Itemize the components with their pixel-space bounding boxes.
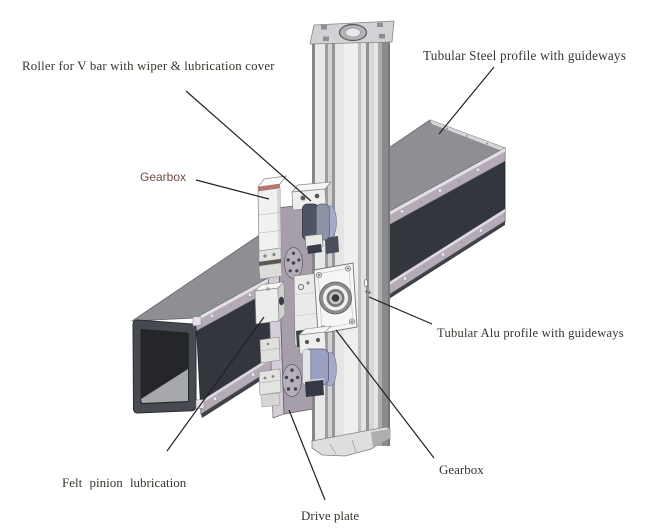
rail-end-cap-top [192, 316, 202, 327]
alu-bottom-cap-shade [371, 429, 390, 448]
leader-roller [185, 90, 312, 202]
top-roller-unit [291, 181, 339, 254]
alu-top-bore [345, 27, 361, 38]
gearbox-left-top-face [257, 175, 287, 188]
leader-drive-plate [288, 409, 326, 501]
clamp-block-lower [258, 262, 283, 280]
leader-alu-profile [368, 296, 433, 325]
leader-gearbox-bottom [335, 329, 435, 459]
lower-roller-cover-strip [302, 348, 311, 386]
alu-profile-slot-holes [364, 278, 371, 294]
drive-plate-label: Drive plate [301, 508, 359, 523]
top-roller-lower-wiper [325, 236, 339, 254]
end-edge-dot [486, 142, 488, 145]
gearbox-left-label: Gearbox [140, 170, 186, 184]
gearbox-output-bore [319, 281, 352, 315]
felt-label: Felt pinion lubrication [62, 475, 187, 490]
lower-clamp-foot [260, 392, 281, 408]
alu-profile-top-end [309, 20, 395, 45]
gearbox-bottom-label: Gearbox [439, 462, 484, 477]
side-clamp-blocks [258, 336, 282, 408]
leader-steel-profile [438, 66, 495, 135]
top-roller-base [307, 244, 322, 254]
gearbox-main-unit [293, 262, 358, 347]
alu-profile-label: Tubular Alu profile with guideways [437, 326, 624, 340]
leader-felt [166, 316, 265, 452]
alu-bottom-cap-face [311, 426, 391, 457]
bottom-rail-bolt-holes [213, 228, 483, 401]
felt-block-front-face [254, 287, 280, 325]
leader-gearbox-left [195, 179, 270, 200]
gearbox-left-seal [258, 184, 280, 191]
gearbox-left-shade [277, 188, 281, 249]
annotation-labels: Roller for V bar with wiper & lubricatio… [22, 48, 626, 523]
gearbox-left-unit [257, 175, 287, 280]
lower-roller-unit [298, 325, 337, 397]
end-edge-dot [466, 135, 468, 137]
mid-clamp-block [259, 336, 281, 364]
lower-clamp-block [258, 368, 282, 396]
felt-lubrication-block [254, 281, 286, 325]
steel-profile-label: Tubular Steel profile with guideways [423, 48, 626, 63]
roller-label: Roller for V bar with wiper & lubricatio… [22, 59, 275, 73]
lower-roller-base [305, 380, 324, 397]
alu-profile-bottom-end [311, 426, 391, 457]
felt-port-hole [278, 296, 285, 306]
leader-lines [166, 66, 495, 501]
bearing-flange-discs [282, 247, 303, 397]
clamp-gap [259, 259, 281, 266]
end-edge-dot [446, 127, 448, 130]
steel-tube-inner-floor [141, 369, 188, 403]
